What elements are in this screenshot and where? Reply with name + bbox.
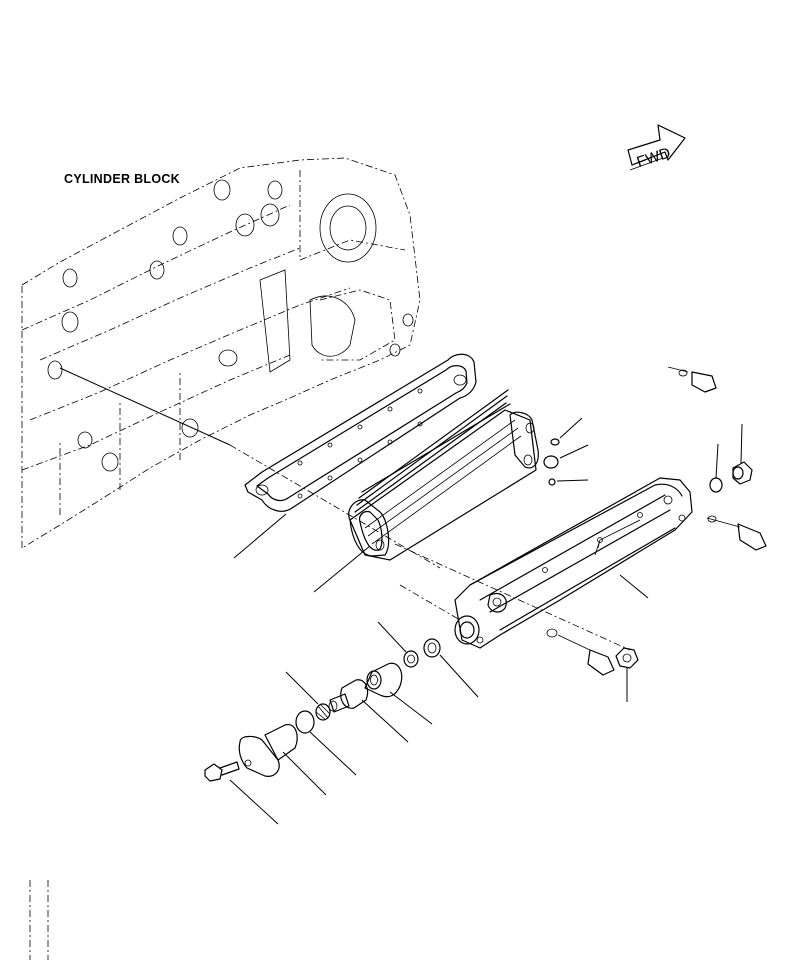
hex-nut [615, 647, 639, 669]
cylinder-block [21, 157, 421, 960]
drain-plug [732, 461, 753, 485]
cover-bolt [204, 761, 240, 782]
o-ring-medium [543, 455, 559, 469]
o-ring-small-2 [548, 478, 556, 486]
oil-cooler-gasket [244, 353, 477, 512]
valve-cover [238, 724, 298, 777]
oil-cooler-housing [454, 477, 693, 649]
leader-lines [59, 367, 743, 825]
lower-bolt [546, 628, 615, 676]
fwd-arrow-icon: FWD [627, 124, 686, 171]
cylinder-block-label: CYLINDER BLOCK [64, 172, 181, 186]
washer [403, 650, 419, 668]
bypass-valve [328, 679, 369, 713]
o-ring-small-1 [550, 438, 560, 446]
upper-bolt [667, 366, 717, 393]
valve-sleeve [364, 662, 403, 698]
valve-spring [315, 703, 331, 721]
oil-seal [423, 638, 441, 658]
drain-plug-o-ring [709, 477, 723, 493]
cover-o-ring [295, 710, 315, 734]
oil-cooler-core [348, 389, 539, 561]
fwd-arrow-text: FWD [635, 144, 673, 171]
side-bolt [706, 515, 767, 551]
